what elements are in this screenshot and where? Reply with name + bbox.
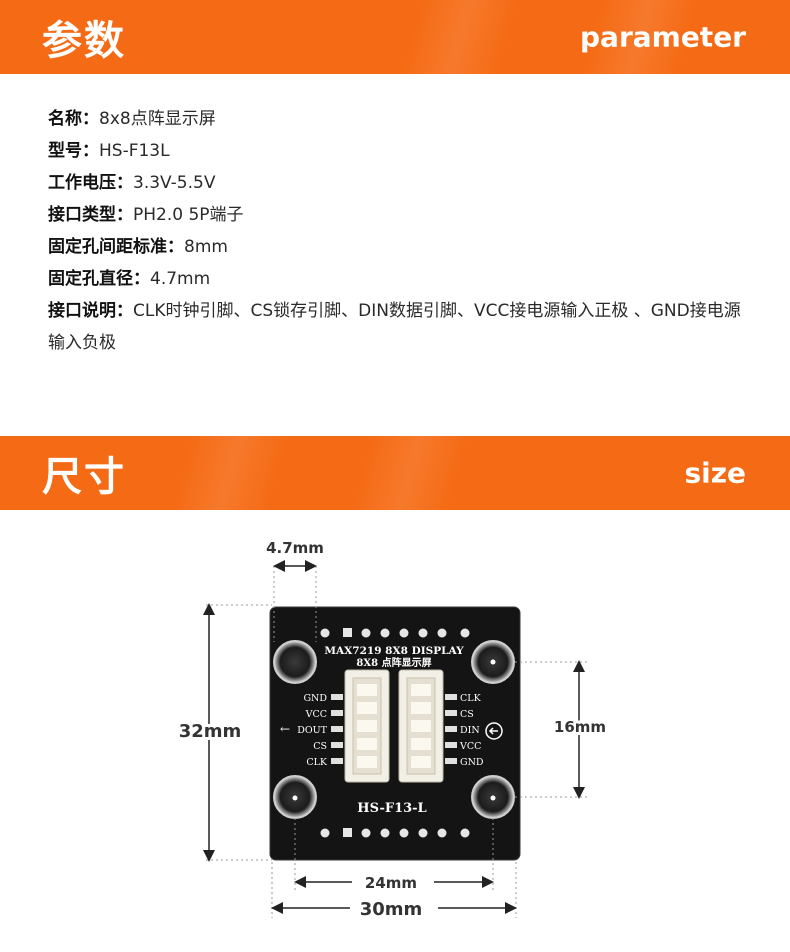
spec-row-interface-type: 接口类型：PH2.0 5P端子 [48,199,748,231]
label-bg [352,872,434,892]
spec-row-hole-spacing: 固定孔间距标准：8mm [48,231,748,263]
spec-row-interface-desc: 接口说明：CLK时钟引脚、CS锁存引脚、DIN数据引脚、VCC接电源输入正极 、… [48,295,748,359]
spec-value: HS-F13L [99,141,170,161]
spec-label: 固定孔直径： [48,269,150,289]
spec-label: 接口类型： [48,205,133,225]
top-header-holes [320,628,470,638]
spec-row-voltage: 工作电压：3.3V-5.5V [48,167,748,199]
right-pin-label: GND [460,757,484,768]
parameter-title-cn: 参数 [42,18,126,64]
spec-label: 固定孔间距标准： [48,237,184,257]
board-height-label: 32mm [179,721,242,742]
spec-row-name: 名称：8x8点阵显示屏 [48,103,748,135]
board-model-label: HS-F13-L [357,801,426,816]
left-connector [344,669,390,783]
size-title-en: size [684,456,746,490]
board-title-line2: 8X8 点阵显示屏 [356,656,431,669]
left-pin-label: GND [303,693,327,704]
spec-value: 4.7mm [150,269,211,289]
spec-label: 名称： [48,109,99,129]
input-arrow-icon: ← [280,722,290,736]
left-pin-label: CLK [306,757,328,768]
size-banner: 尺寸 size [0,436,790,510]
spec-value: 3.3V-5.5V [133,173,216,193]
size-title-cn: 尺寸 [42,454,126,500]
spec-label: 接口说明： [48,301,133,321]
parameter-banner: 参数 parameter [0,0,790,74]
right-pin-label: CLK [460,693,482,704]
pin-pads [331,694,457,764]
right-connector [398,669,444,783]
bottom-header-holes [320,828,470,838]
left-pin-label: DOUT [297,725,327,736]
right-pin-label: CS [460,709,474,720]
right-pin-label: DIN [460,725,480,736]
banner-stripe [330,436,510,510]
spec-label: 型号： [48,141,99,161]
spec-row-model: 型号：HS-F13L [48,135,748,167]
spec-label: 工作电压： [48,173,133,193]
label-bg [350,897,438,919]
banner-stripe [380,0,560,74]
hole-spacing-horizontal-label: 24mm [365,874,417,892]
spec-list: 名称：8x8点阵显示屏 型号：HS-F13L 工作电压：3.3V-5.5V 接口… [48,103,748,359]
parameter-title-en: parameter [580,20,746,54]
hole-diameter-label: 4.7mm [266,539,324,557]
left-pin-label: VCC [305,709,327,720]
dimension-diagram: MAX7219 8X8 DISPLAY 8X8 点阵显示屏 [0,510,790,948]
spec-value: 8x8点阵显示屏 [99,109,216,129]
circle-arrow-icon [485,722,503,740]
pcb-board [269,606,521,861]
hole-spacing-vertical-label: 16mm [554,718,606,736]
dimension-drawing: MAX7219 8X8 DISPLAY 8X8 点阵显示屏 [176,539,609,920]
board-width-label: 30mm [360,899,423,920]
spec-value: CLK时钟引脚、CS锁存引脚、DIN数据引脚、VCC接电源输入正极 、GND接电… [48,301,741,353]
board-title-line1: MAX7219 8X8 DISPLAY [324,645,464,657]
spec-value: PH2.0 5P端子 [133,205,244,225]
spec-value: 8mm [184,237,228,257]
spec-row-hole-diameter: 固定孔直径：4.7mm [48,263,748,295]
right-pin-label: VCC [459,741,481,752]
banner-stripe [150,436,330,510]
banner-stripe [560,0,740,74]
left-pin-label: CS [313,741,327,752]
